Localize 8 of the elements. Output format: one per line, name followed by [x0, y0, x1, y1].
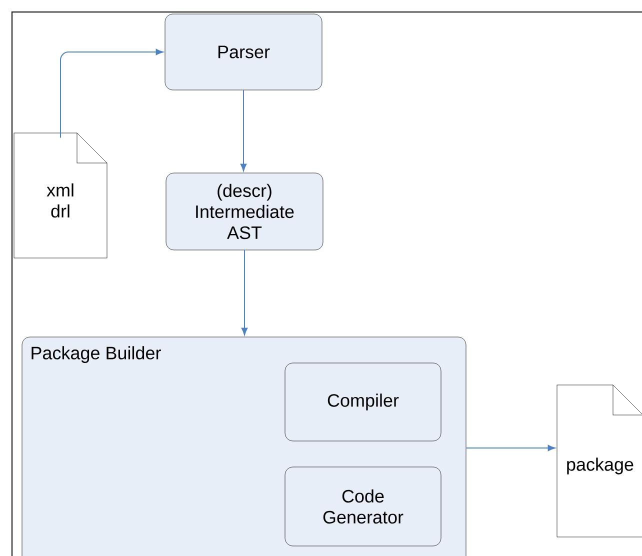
arrow [240, 90, 247, 172]
process-box: (descr) Intermediate AST [166, 172, 324, 250]
arrow [60, 48, 164, 138]
process-box: Code Generator [284, 466, 442, 546]
arrow [466, 444, 556, 452]
arrow [241, 250, 248, 336]
process-box: Parser [164, 14, 322, 90]
process-box: Compiler [284, 362, 442, 442]
